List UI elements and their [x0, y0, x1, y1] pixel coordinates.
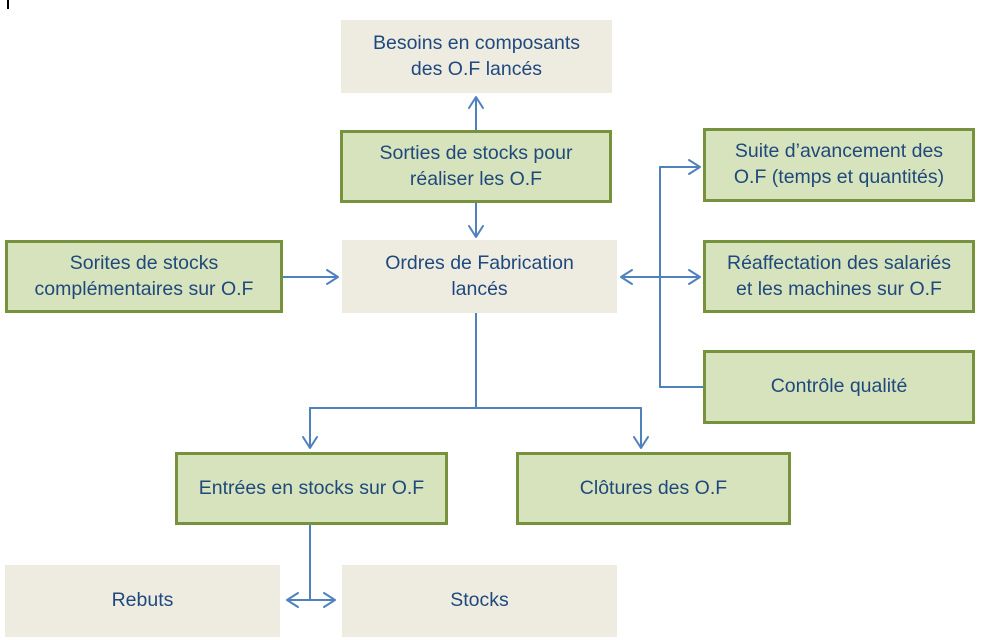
node-suite-avancement: Suite d’avancement des O.F (temps et qua… [703, 128, 975, 202]
node-entrees-en-stocks: Entrées en stocks sur O.F [175, 452, 448, 525]
arrow-bracket-to-suite [659, 159, 701, 175]
arrow-rebuts-stocks-double [286, 524, 336, 608]
node-clotures-des-of: Clôtures des O.F [516, 452, 791, 525]
arrow-sorites-to-ordres [282, 269, 339, 285]
crop-artifact-mark [7, 0, 9, 9]
node-controle-qualite: Contrôle qualité [703, 350, 975, 424]
node-stocks: Stocks [342, 565, 617, 637]
arrow-sorties-to-ordres [468, 202, 484, 238]
node-reaffectation-salaries: Réaffectation des salariés et les machin… [703, 240, 975, 313]
node-besoins-en-composants: Besoins en composants des O.F lancés [341, 20, 612, 93]
arrow-split-to-entrees [302, 407, 318, 449]
node-sorites-complementaires: Sorites de stocks complémentaires sur O.… [5, 240, 283, 313]
node-ordres-de-fabrication: Ordres de Fabrication lancés [342, 240, 617, 313]
node-sorties-de-stocks: Sorties de stocks pour réaliser les O.F [340, 130, 612, 203]
split-ordres-down [309, 312, 642, 409]
arrow-ordres-reaffectation-double [620, 269, 701, 285]
arrow-split-to-clotures [633, 407, 649, 449]
node-rebuts: Rebuts [5, 565, 280, 637]
arrow-sorties-to-besoins [468, 96, 484, 131]
